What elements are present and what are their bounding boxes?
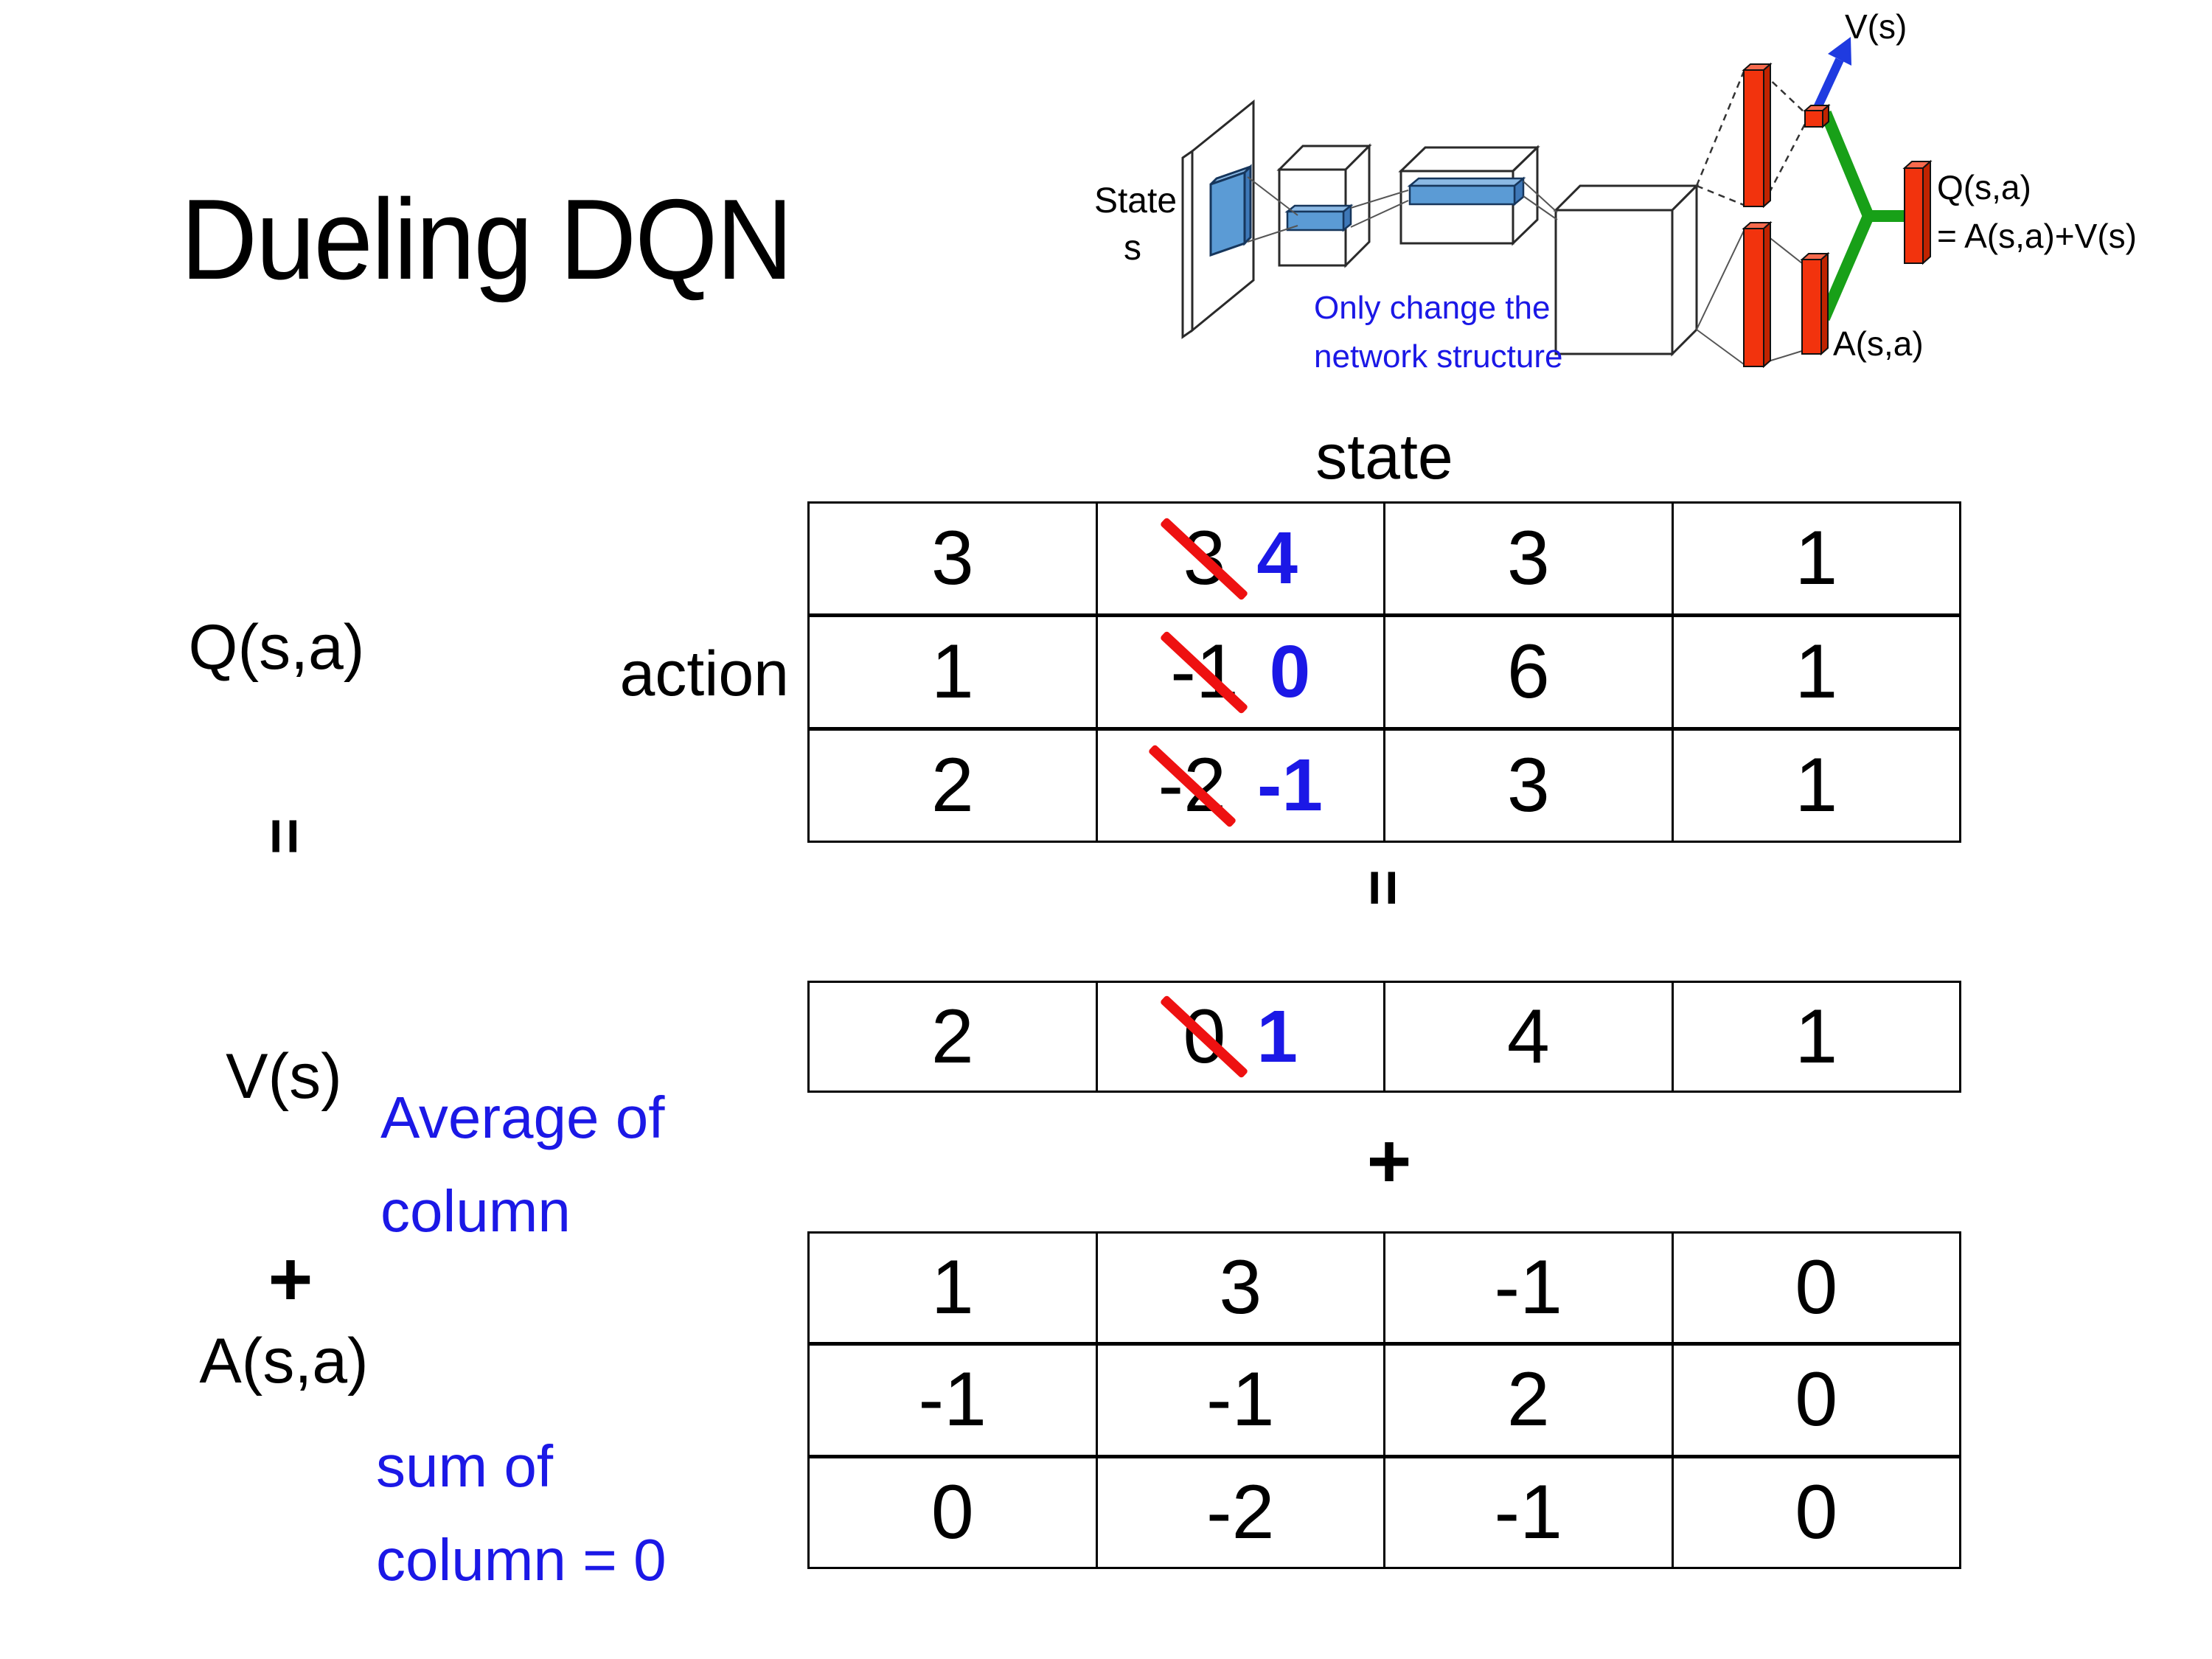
v-equation-label: V(s) — [226, 1041, 342, 1112]
dueling-network-diagram: State s Only change the network structur… — [1094, 7, 2137, 375]
v-row-cell-crossed: 0 1 — [1097, 983, 1383, 1091]
network-note-line1: Only change the — [1314, 290, 1550, 326]
q-table-cell: 2 — [810, 731, 1096, 841]
a-table-cell: -1 — [1097, 1346, 1383, 1455]
v-row-cell: 1 — [1673, 983, 1959, 1091]
a-table-cell: -2 — [1097, 1458, 1383, 1567]
sum-of-column-note: sum of column = 0 — [376, 1419, 667, 1607]
network-note-line2: network structure — [1314, 338, 1562, 375]
q-table-cell: 1 — [1673, 617, 1959, 727]
advantage-node — [1800, 251, 1830, 356]
average-note-line1: Average of — [380, 1085, 665, 1150]
new-value: -1 — [1257, 744, 1323, 827]
feature-map-2 — [1407, 176, 1526, 206]
q-table-cell: 6 — [1385, 617, 1672, 727]
conv-filter-patch — [1209, 164, 1252, 257]
average-of-column-note: Average of column — [380, 1071, 664, 1258]
value-output-arrow — [1812, 37, 1851, 111]
fc-bar-value — [1742, 62, 1773, 209]
average-note-line2: column — [380, 1178, 571, 1244]
q-table-cell-crossed: -2 -1 — [1097, 731, 1383, 841]
v-row-cell: 4 — [1385, 983, 1672, 1091]
a-table-cell: 0 — [810, 1458, 1096, 1567]
projection-lines — [1247, 176, 1558, 243]
a-output-label: A(s,a) — [1833, 324, 1924, 363]
slide-title: Dueling DQN — [181, 175, 793, 303]
state-header: state — [1315, 422, 1453, 493]
v-value-row: 2 0 1 4 1 — [807, 981, 1961, 1093]
advantage-table: 1 3 -1 0 -1 -1 2 0 0 -2 -1 0 — [807, 1231, 1961, 1569]
q-table-cell: 3 — [1385, 731, 1672, 841]
value-node — [1803, 103, 1831, 129]
a-table-cell: -1 — [1385, 1458, 1672, 1567]
a-table-cell: 0 — [1673, 1458, 1959, 1567]
a-table-cell: 2 — [1385, 1346, 1672, 1455]
a-table-cell: 0 — [1673, 1234, 1959, 1343]
fc-bar-advantage — [1742, 220, 1773, 369]
a-table-cell: 0 — [1673, 1346, 1959, 1455]
v-output-label: V(s) — [1845, 7, 1907, 46]
action-header: action — [619, 639, 790, 709]
a-table-cell: -1 — [1385, 1234, 1672, 1343]
q-table-cell-crossed: 3 4 — [1097, 504, 1383, 613]
new-value: 4 — [1256, 517, 1298, 599]
sum-note-line1: sum of — [376, 1433, 554, 1499]
a-table-cell: 1 — [810, 1234, 1096, 1343]
conv-box-3 — [1553, 183, 1700, 357]
q-table-cell: 1 — [810, 617, 1096, 727]
q-table-cell: 3 — [1385, 504, 1672, 613]
a-table-cell: 3 — [1097, 1234, 1383, 1343]
q-table-cell: 3 — [810, 504, 1096, 613]
equals-sign-left: = — [249, 817, 321, 855]
state-input-label-line2: s — [1124, 229, 1141, 268]
sum-note-line2: column = 0 — [376, 1527, 667, 1593]
new-value: 1 — [1256, 995, 1298, 1078]
q-equation-label: Q(s,a) — [188, 612, 365, 683]
q-output-formula: = A(s,a)+V(s) — [1937, 217, 2137, 255]
a-table-cell: -1 — [810, 1346, 1096, 1455]
q-table-cell-crossed: -1 0 — [1097, 617, 1383, 727]
plus-sign-left: + — [268, 1236, 313, 1322]
q-table-cell: 1 — [1673, 731, 1959, 841]
aggregation-connector — [1818, 110, 1905, 321]
q-value-table: 3 3 4 3 1 1 -1 0 6 1 2 -2 -1 3 1 — [807, 501, 1961, 843]
a-equation-label: A(s,a) — [199, 1326, 369, 1397]
new-value: 0 — [1269, 630, 1311, 713]
v-row-cell: 2 — [810, 983, 1096, 1091]
q-table-cell: 1 — [1673, 504, 1959, 613]
plus-sign-middle: + — [1366, 1118, 1412, 1204]
q-output-label: Q(s,a) — [1937, 168, 2031, 206]
state-input-label-line1: State — [1094, 181, 1177, 220]
feature-map-1 — [1284, 204, 1354, 232]
equals-sign-middle: = — [1348, 869, 1419, 907]
q-output-bar — [1902, 159, 1933, 265]
